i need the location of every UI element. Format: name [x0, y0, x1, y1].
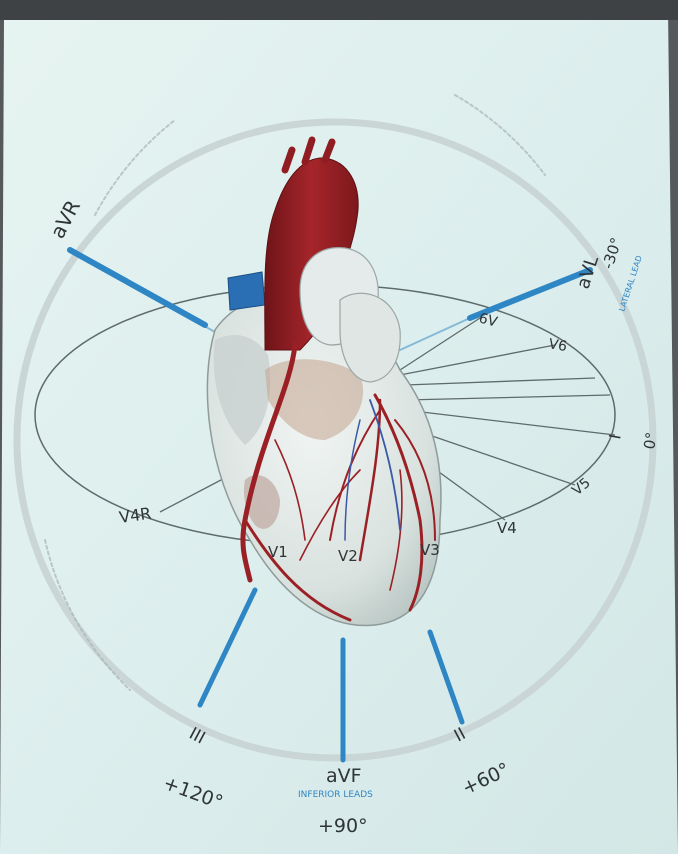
angle-plus90-label: +90°: [318, 815, 368, 837]
group-inferior-label: INFERIOR LEADS: [298, 790, 373, 800]
angle-zero-label: 0°: [640, 431, 661, 451]
lead-v2-label: V2: [338, 547, 358, 565]
lead-v1-label: V1: [268, 543, 288, 561]
vena-cava: [228, 272, 265, 310]
lead-avf-label: aVF: [326, 765, 362, 787]
lead-v4-label: V4: [497, 519, 517, 537]
lead-v6-label: V6: [547, 336, 568, 355]
lead-v3-label: V3: [420, 541, 440, 559]
